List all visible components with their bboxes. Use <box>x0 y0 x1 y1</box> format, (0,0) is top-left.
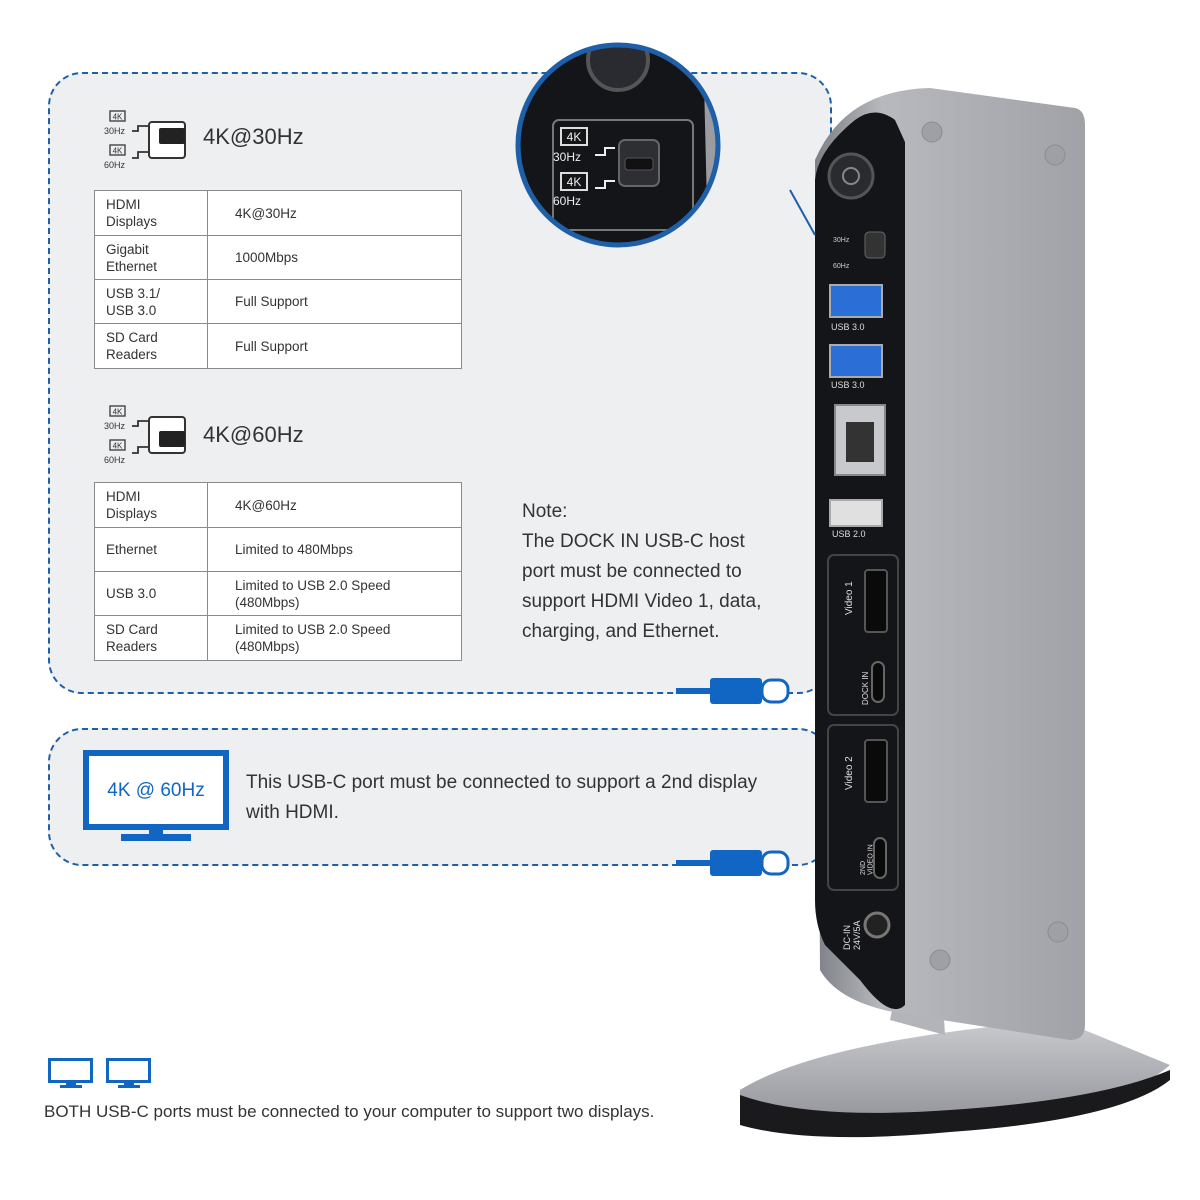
zoom-4k-bottom: 4K <box>567 175 582 189</box>
table-row: HDMI Displays 4K@30Hz <box>94 190 462 236</box>
table-row: USB 3.0 Limited to USB 2.0 Speed (480Mbp… <box>94 571 462 616</box>
table-row: HDMI Displays 4K@60Hz <box>94 482 462 528</box>
mode-30hz-title: 4K@30Hz <box>203 124 304 149</box>
table-cell-value: 4K@60Hz <box>207 482 462 528</box>
table-cell-value: Full Support <box>207 323 462 369</box>
switch-icon-60hz: 60Hz <box>104 455 126 465</box>
dock-usb-label: USB 2.0 <box>832 529 866 539</box>
monitor-label: 4K @ 60Hz <box>107 780 204 801</box>
switch-zoom-callout: 4K 30Hz 4K 60Hz <box>515 42 721 248</box>
switch-icon-30hz: 30Hz <box>104 126 126 136</box>
bottom-note: BOTH USB-C ports must be connected to yo… <box>44 1102 655 1121</box>
note-line: port must be connected to <box>522 561 742 582</box>
second-display-text: This USB-C port must be connected to sup… <box>246 768 806 828</box>
usb-c-cable-icon <box>676 850 790 876</box>
mode-switch-icon: 4K 30Hz 4K 60Hz <box>104 110 186 170</box>
table-cell-value: Limited to 480Mbps <box>207 527 462 572</box>
table-row: Gigabit Ethernet 1000Mbps <box>94 235 462 280</box>
table-row: Ethernet Limited to 480Mbps <box>94 527 462 572</box>
dock-stand-base-shadow <box>740 1070 1170 1138</box>
dock-dcin-label: DC-IN24V/5A <box>842 920 862 950</box>
table-cell-label: HDMI Displays <box>94 190 208 236</box>
note-line: The DOCK IN USB-C host <box>522 531 745 552</box>
switch-icon-30hz: 30Hz <box>104 421 126 431</box>
table-cell-label: HDMI Displays <box>94 482 208 528</box>
dock-switch-30hz-label: 30Hz <box>833 237 850 244</box>
dock-switch-60hz-label: 60Hz <box>833 263 850 270</box>
dock-illustration: 30Hz 60Hz USB 3.0 USB 3.0 USB 2.0 Video … <box>740 88 1170 1138</box>
table-cell-value: Full Support <box>207 279 462 324</box>
table-row: SD Card Readers Full Support <box>94 323 462 369</box>
table-cell-value: Limited to USB 2.0 Speed (480Mbps) <box>207 571 462 616</box>
zoom-4k-top: 4K <box>567 130 582 144</box>
table-cell-label: SD Card Readers <box>94 615 208 661</box>
dual-monitor-icon <box>48 1058 151 1088</box>
table-row: SD Card Readers Limited to USB 2.0 Speed… <box>94 615 462 661</box>
table-cell-label: USB 3.1/ USB 3.0 <box>94 279 208 324</box>
table-cell-label: SD Card Readers <box>94 323 208 369</box>
note-line: charging, and Ethernet. <box>522 621 720 642</box>
dock-in-note: Note: The DOCK IN USB-C host port must b… <box>522 497 822 647</box>
dock-dockin-label: DOCK IN <box>861 671 870 705</box>
switch-icon-4k-bottom: 4K <box>113 147 123 156</box>
zoom-30hz: 30Hz <box>553 150 581 164</box>
table-cell-value: Limited to USB 2.0 Speed (480Mbps) <box>207 615 462 661</box>
table-cell-label: Gigabit Ethernet <box>94 235 208 280</box>
table-row: USB 3.1/ USB 3.0 Full Support <box>94 279 462 324</box>
table-cell-label: Ethernet <box>94 527 208 572</box>
dock-video1-label: Video 1 <box>844 581 855 615</box>
note-line: support HDMI Video 1, data, <box>522 591 762 612</box>
mode-60hz-title: 4K@60Hz <box>203 422 304 447</box>
switch-icon-4k-bottom: 4K <box>113 442 123 451</box>
mode-60hz-table: HDMI Displays 4K@60Hz Ethernet Limited t… <box>94 482 462 661</box>
second-display-line: with HDMI. <box>246 802 339 823</box>
table-cell-value: 1000Mbps <box>207 235 462 280</box>
second-display-line: This USB-C port must be connected to sup… <box>246 772 758 793</box>
mode-30hz-table: HDMI Displays 4K@30Hz Gigabit Ethernet 1… <box>94 190 462 369</box>
dock-usb-label: USB 3.0 <box>831 380 865 390</box>
table-cell-value: 4K@30Hz <box>207 190 462 236</box>
zoom-60hz: 60Hz <box>553 194 581 208</box>
table-cell-label: USB 3.0 <box>94 571 208 616</box>
dock-usb-label: USB 3.0 <box>831 322 865 332</box>
note-heading: Note: <box>522 501 568 522</box>
dock-videoin-label: 2NDVIDEO IN <box>860 844 875 875</box>
switch-icon-60hz: 60Hz <box>104 160 126 170</box>
switch-icon-4k-top: 4K <box>113 408 123 417</box>
dock-video2-label: Video 2 <box>844 756 855 790</box>
mode-switch-icon: 4K 30Hz 4K 60Hz <box>104 405 186 465</box>
monitor-icon: 4K @ 60Hz <box>83 750 229 841</box>
switch-icon-4k-top: 4K <box>113 113 123 122</box>
usb-c-cable-icon <box>676 678 790 704</box>
